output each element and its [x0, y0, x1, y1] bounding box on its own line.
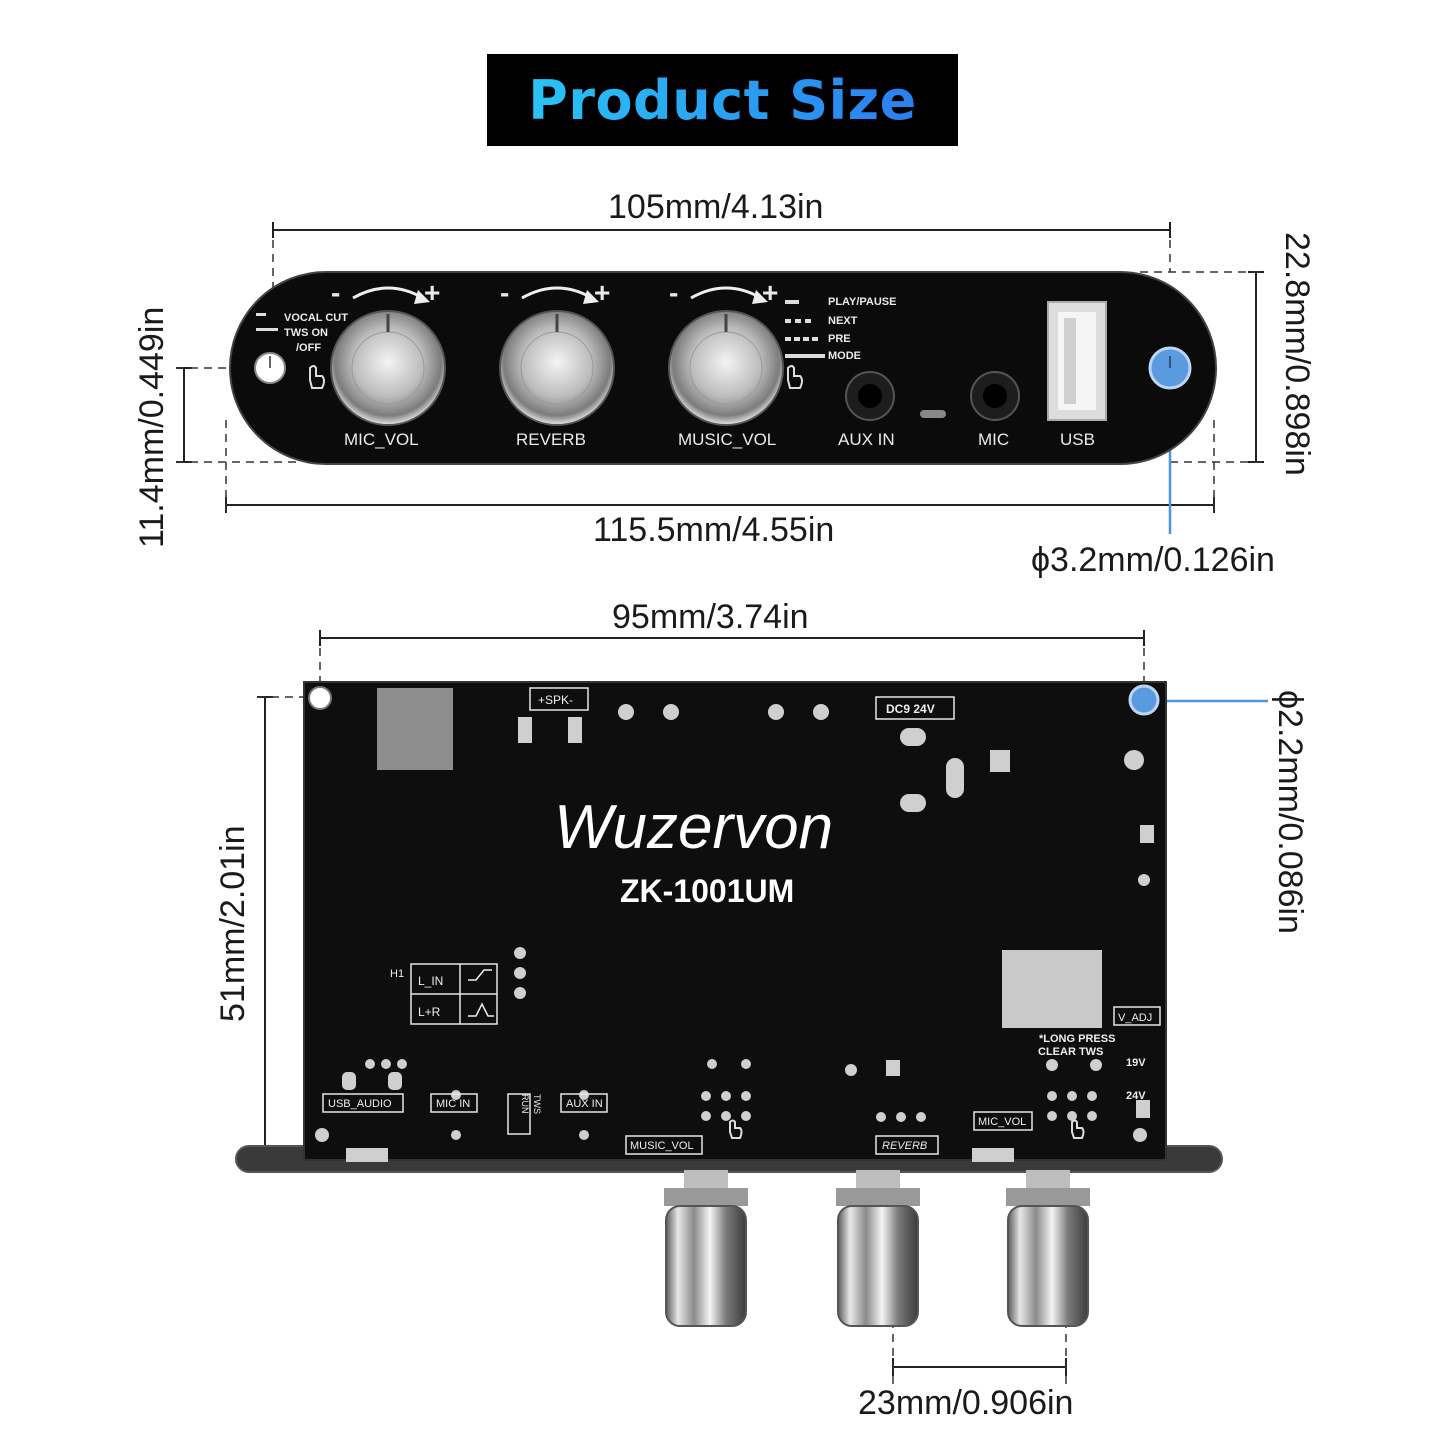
reverb-label: REVERB [516, 430, 586, 449]
l-r-label: L+R [418, 1005, 441, 1019]
mic-pcb-hand-icon [1071, 1119, 1085, 1139]
music-vol-knob [668, 310, 784, 426]
tws-label: TWS [532, 1094, 542, 1114]
chip-right [1002, 950, 1102, 1028]
h1-label: H1 [390, 968, 404, 980]
long-press-label: *LONG PRESS [1039, 1033, 1115, 1045]
reverb-side-knob [836, 1170, 920, 1327]
mic-vol-pcb-label: MIC_VOL [978, 1116, 1026, 1128]
mic-vol-minus-label: - [331, 277, 340, 308]
pre-label: PRE [828, 333, 851, 345]
l-in-label: L_IN [418, 974, 443, 988]
off-label: /OFF [296, 342, 321, 354]
tws-on-label: TWS ON [284, 327, 328, 339]
mic-vol-plus-label: + [424, 277, 440, 308]
led-indicator [920, 410, 946, 418]
mic-hand-icon [309, 365, 325, 389]
spk-label: +SPK- [538, 693, 573, 707]
vocal-cut-label: VOCAL CUT [284, 312, 348, 324]
chip-top-left [377, 688, 453, 770]
reverb-minus-label: - [500, 277, 509, 308]
knob-spacing-label: 23mm/0.906in [858, 1384, 1074, 1422]
reverb-arrow-icon [521, 286, 593, 300]
music-hand-icon [787, 365, 803, 389]
v-adj-label: V_ADJ [1118, 1012, 1152, 1024]
mode-label: MODE [828, 350, 861, 362]
aux-in-pcb-label: AUX IN [566, 1098, 603, 1110]
music-vol-arrow-icon [690, 286, 762, 300]
usb-label: USB [1060, 430, 1095, 449]
pcb-right-hole-icon [1128, 684, 1160, 716]
mic-in-label: MIC IN [436, 1098, 470, 1110]
mic-vol-side-knob [1006, 1170, 1090, 1327]
front-bottom-width-label: 115.5mm/4.55in [593, 511, 835, 549]
mic-vol-arrow-icon [352, 286, 424, 300]
music-vol-label: MUSIC_VOL [678, 430, 776, 449]
usb-audio-label: USB_AUDIO [328, 1098, 392, 1110]
model-number: ZK-1001UM [620, 873, 794, 909]
dc-label: DC9 24V [886, 702, 935, 716]
music-vol-minus-label: - [669, 277, 678, 308]
run-label: RUN [520, 1094, 530, 1114]
front-panel: - + - + - + VOCAL CUT TWS ON /OFF PLAY/P… [229, 271, 1217, 465]
music-vol-plus-label: + [762, 277, 778, 308]
front-hole-diameter-label: ϕ3.2mm/0.126in [1031, 541, 1275, 579]
reverb-knob [499, 310, 615, 426]
page-title: Product Size [528, 68, 917, 132]
music-vol-pcb-label: MUSIC_VOL [630, 1140, 694, 1152]
reverb-plus-label: + [594, 277, 610, 308]
title-banner: Product Size [487, 54, 958, 146]
brand-logo: Wuzervon [554, 793, 833, 862]
front-top-width-label: 105mm/4.13in [608, 188, 824, 226]
music-pcb-hand-icon [729, 1119, 743, 1139]
back-top-width-label: 95mm/3.74in [612, 598, 809, 636]
pcb-left-hole-icon [308, 686, 332, 710]
v24-label: 24V [1126, 1090, 1146, 1102]
play-pause-label: PLAY/PAUSE [828, 296, 896, 308]
v19-label: 19V [1126, 1057, 1146, 1069]
mic-label: MIC [978, 430, 1009, 449]
back-board: Wuzervon ZK-1001UM +SPK- DC9 24V H1 L_IN… [235, 681, 1223, 1327]
mic-vol-knob [330, 310, 446, 426]
aux-in-label: AUX IN [838, 430, 895, 449]
music-vol-side-knob [664, 1170, 748, 1327]
mic-vol-label: MIC_VOL [344, 430, 419, 449]
clear-tws-label: CLEAR TWS [1038, 1046, 1103, 1058]
next-label: NEXT [828, 315, 858, 327]
reverb-pcb-label: REVERB [882, 1140, 927, 1152]
